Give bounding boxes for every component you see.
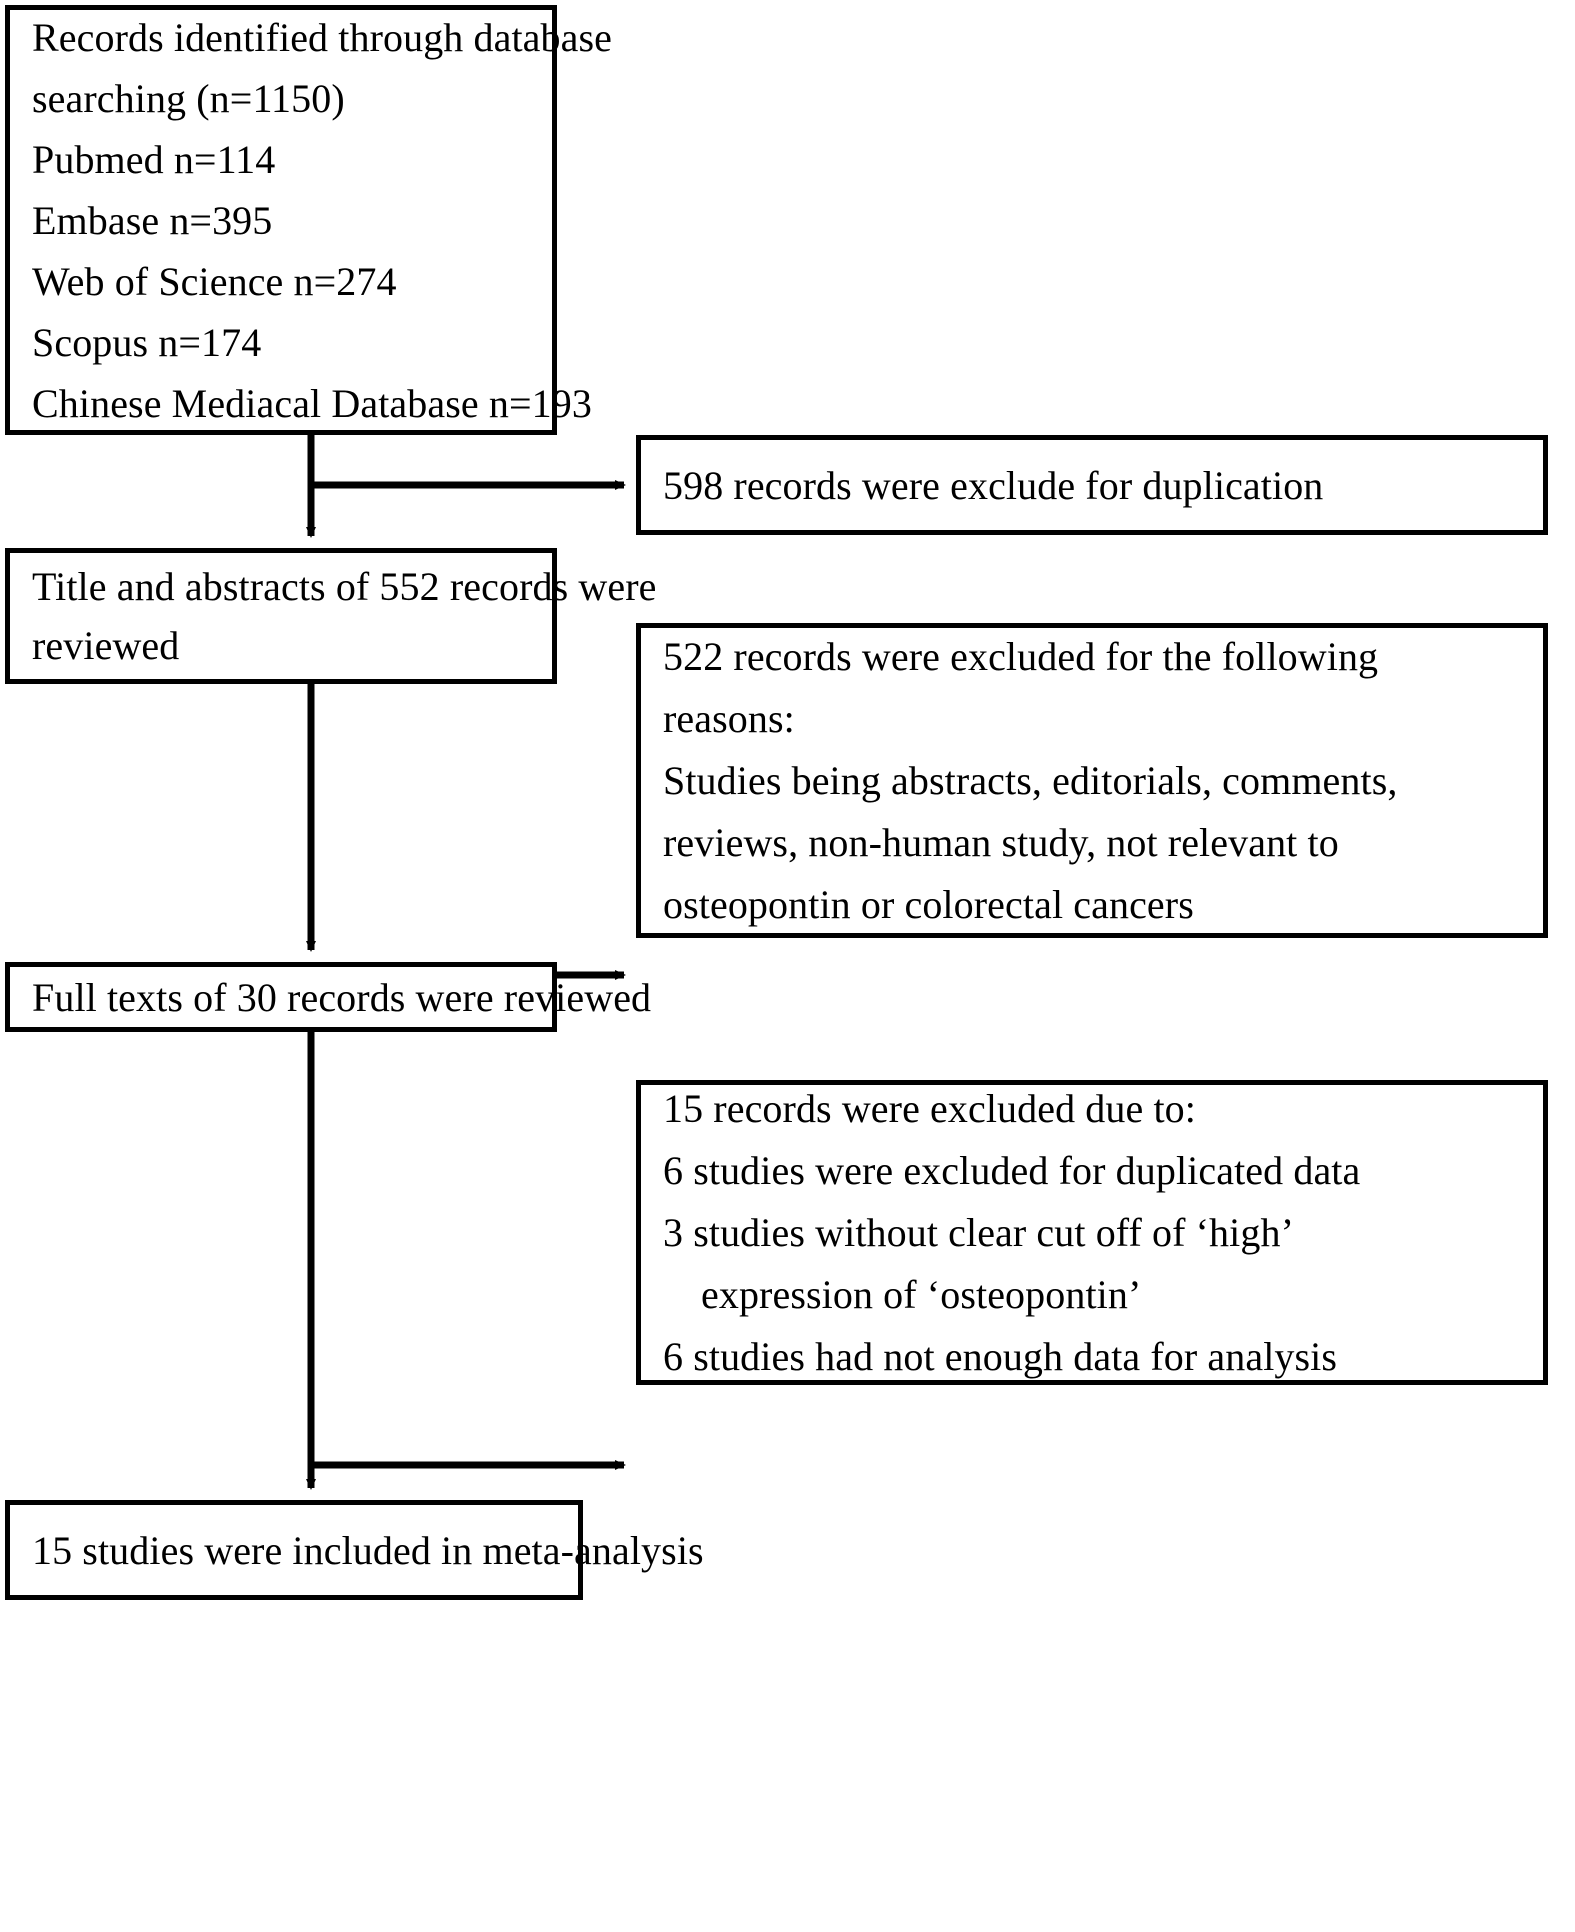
box-line: 522 records were excluded for the follow… <box>663 633 1379 679</box>
full-text-review-box: Full texts of 30 records were reviewed <box>5 962 652 1032</box>
studies-included-box: 15 studies were included in meta-analysi… <box>5 1500 704 1600</box>
box-line: 15 studies were included in meta-analysi… <box>32 1527 704 1573</box>
box-line: reviewed <box>32 623 180 668</box>
box-line: 6 studies were excluded for duplicated d… <box>663 1147 1361 1193</box>
box-line: Pubmed n=114 <box>32 136 276 182</box>
box-line: reviews, non-human study, not relevant t… <box>663 819 1339 865</box>
title-abstract-screening-box: Title and abstracts of 552 records were … <box>5 548 657 684</box>
box-line: expression of ‘osteopontin’ <box>701 1271 1142 1317</box>
full-text-excluded-box: 15 records were excluded due to: 6 studi… <box>636 1080 1548 1385</box>
box-line: 3 studies without clear cut off of ‘high… <box>663 1209 1294 1255</box>
box-line: reasons: <box>663 695 795 741</box>
box-line: Title and abstracts of 552 records were <box>32 564 657 609</box>
box-line: Records identified through database <box>32 14 612 60</box>
records-excluded-reasons-box: 522 records were excluded for the follow… <box>636 623 1548 938</box>
box-line: Embase n=395 <box>32 197 273 243</box>
box-line: 6 studies had not enough data for analys… <box>663 1333 1338 1379</box>
duplicates-excluded-box: 598 records were exclude for duplication <box>636 435 1548 535</box>
box-line: Chinese Mediacal Database n=193 <box>32 380 592 426</box>
box-line: Studies being abstracts, editorials, com… <box>663 757 1398 803</box>
box-line: Scopus n=174 <box>32 319 262 365</box>
box-line: 15 records were excluded due to: <box>663 1085 1196 1131</box>
box-line: searching (n=1150) <box>32 75 345 121</box>
box-line: osteopontin or colorectal cancers <box>663 881 1194 927</box>
records-identified-box: Records identified through database sear… <box>5 5 612 435</box>
box-line: Web of Science n=274 <box>32 258 397 304</box>
box-line: 598 records were exclude for duplication <box>663 462 1324 508</box>
box-line: Full texts of 30 records were reviewed <box>32 974 652 1020</box>
